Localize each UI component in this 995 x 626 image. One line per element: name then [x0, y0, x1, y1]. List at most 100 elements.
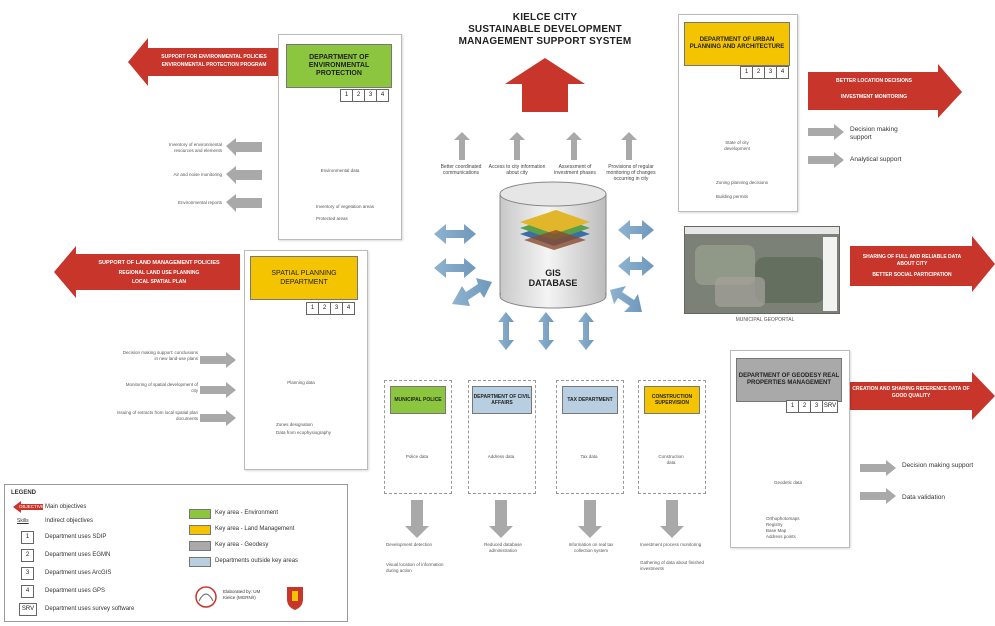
legend-badge-2: 2	[21, 549, 34, 562]
legend-objective-arrow-icon	[13, 501, 43, 513]
spatial-objective-1: SUPPORT OF LAND MANAGEMENT POLICIES	[98, 260, 220, 266]
env-db-label: Environmental data	[320, 168, 360, 173]
geodesy-item-3: Base Map	[766, 528, 787, 533]
legend-objective-tag: OBJECTIVE	[19, 504, 45, 509]
legend-item-1: Main objectives	[45, 504, 87, 510]
spatial-db-label: Planning data	[287, 380, 315, 385]
top-caption-4: Provisions of regular monitoring of chan…	[606, 164, 656, 182]
legend-item-3: Department uses SDIP	[45, 534, 107, 540]
title-line-2: SUSTAINABLE DEVELOPMENT	[468, 24, 622, 35]
legend-badge-1: 1	[21, 531, 34, 544]
urban-sdip-badge: 1	[740, 66, 753, 79]
spatial-output-2: Monitoring of spatial development of cit…	[125, 382, 198, 393]
legend-key-2: Key area - Land Management	[215, 526, 295, 532]
env-output-1: Inventory of environmental resources and…	[168, 142, 222, 153]
env-gps-badge: 4	[376, 89, 389, 102]
gis-label-line-2: DATABASE	[528, 278, 578, 288]
legend-badge-4: 4	[21, 585, 34, 598]
title-line-1: KIELCE CITY	[512, 12, 578, 23]
diagram-title: KIELCE CITY SUSTAINABLE DEVELOPMENT MANA…	[440, 12, 650, 48]
police-output-1: Development detection	[386, 542, 433, 547]
legend-item-7: Department uses survey software	[45, 606, 135, 612]
spatial-output-1: Decision making support: conclusions in …	[122, 350, 198, 361]
geodesy-item-4: Address points	[766, 534, 796, 539]
gis-database-cylinder	[499, 181, 607, 309]
env-objective-2: ENVIRONMENTAL PROTECTION PROGRAM	[161, 62, 267, 68]
geodesy-survey-badge: SRV	[822, 400, 838, 413]
legend-item-4: Department uses EGMN	[45, 552, 111, 558]
env-dept-header: DEPARTMENT OF ENVIRONMENTAL PROTECTION	[286, 44, 392, 88]
urban-objective-1: BETTER LOCATION DECISIONS	[835, 78, 913, 84]
spatial-objective-3: LOCAL SPATIAL PLAN	[131, 279, 187, 285]
top-caption-1: Better coordinated communications	[440, 164, 482, 176]
env-output-2: Air and noise monitoring	[173, 172, 222, 177]
spatial-dept-header: SPATIAL PLANNING DEPARTMENT	[250, 256, 358, 300]
city-coat-of-arms-icon	[287, 587, 303, 610]
legend-box: LEGEND OBJECTIVE Skills 1 2 3 4 SRV Main…	[4, 484, 348, 622]
geodesy-item-2: Registry	[766, 522, 783, 527]
legend-badge-3: 3	[21, 567, 34, 580]
geodesy-db-label: Geodetic data	[773, 480, 803, 485]
top-caption-3: Assessment of investment phases	[554, 164, 596, 176]
urban-output-2: Analytical support	[850, 156, 902, 163]
env-item-1: Inventory of vegetation areas	[316, 204, 375, 209]
urban-item-2: Building permits	[716, 194, 749, 199]
construction-dept-header: CONSTRUCTION SUPERVISION	[644, 386, 700, 414]
legend-badge-survey: SRV	[19, 603, 37, 616]
geodesy-objective-arrow	[848, 372, 995, 420]
urban-objective-2: INVESTMENT MONITORING	[840, 94, 908, 100]
police-output-2: Visual location of information during ac…	[386, 562, 444, 573]
geoportal-toolbar	[685, 227, 839, 234]
legend-key-3: Key area - Geodesy	[215, 542, 269, 548]
legend-item-5: Department uses ArcGIS	[45, 570, 112, 576]
geodesy-objective-1: CREATION AND SHARING REFERENCE DATA OF G…	[852, 386, 970, 399]
geodesy-item-1: Orthophotomaps	[766, 516, 800, 521]
top-caption-2: Access to city information about city	[488, 164, 546, 176]
geoportal-caption: MUNICIPAL GEOPORTAL	[735, 317, 795, 323]
geoportal-objective-2: BETTER SOCIAL PARTICIPATION	[872, 272, 952, 278]
legend-swatch-geodesy	[189, 541, 211, 551]
civil-dept-header: DEPARTMENT OF CIVIL AFFAIRS	[472, 386, 532, 414]
title-line-3: MANAGEMENT SUPPORT SYSTEM	[458, 36, 632, 47]
legend-key-4: Departments outside key areas	[215, 558, 299, 564]
urban-gps-badge: 4	[776, 66, 789, 79]
geodesy-dept-header: DEPARTMENT OF GEODESY REAL PROPERTIES MA…	[736, 358, 842, 402]
police-db-label: Police data	[405, 454, 429, 459]
env-item-2: Protected areas	[316, 216, 348, 221]
legend-footer: Elaborated by: UM Kielce (MGRN/I)	[223, 589, 261, 600]
urban-objective-arrow	[808, 64, 962, 118]
urban-item-1: Zoning planning decisions	[716, 180, 769, 185]
construction-output-2: Gathering of data about finished investm…	[640, 560, 705, 571]
gis-label-line-1: GIS	[545, 268, 561, 278]
university-logo-icon	[195, 586, 217, 608]
civil-db-label: Address data	[487, 454, 515, 459]
spatial-gps-badge: 4	[342, 302, 355, 315]
gis-label: GIS DATABASE	[520, 268, 586, 288]
env-objective-arrow	[128, 38, 278, 86]
spatial-item-1: Zones designation	[276, 422, 313, 427]
geoportal-objective-1: SHARING OF FULL AND RELIABLE DATA ABOUT …	[862, 254, 962, 267]
env-objective-1: SUPPORT FOR ENVIRONMENTAL POLICIES	[161, 54, 267, 60]
legend-swatch-land	[189, 525, 211, 535]
spatial-objective-2: REGIONAL LAND USE PLANNING	[118, 270, 200, 276]
geoportal-side-panel	[823, 237, 837, 311]
legend-item-2: Indirect objectives	[45, 518, 94, 524]
legend-key-1: Key area - Environment	[215, 510, 279, 516]
legend-title: LEGEND	[11, 490, 37, 496]
construction-db-label: Construction data	[658, 454, 684, 465]
tax-db-label: Tax data	[580, 454, 598, 459]
legend-indirect-tag: Skills	[17, 518, 29, 524]
police-dept-header: MUNICIPAL POLICE	[390, 386, 446, 414]
civil-output-1: Reduced database administration	[484, 542, 522, 553]
geodesy-output-1: Decision making support	[902, 462, 974, 469]
tax-output-1: Information on real tax collection syste…	[568, 542, 614, 553]
spatial-item-2: Data from ecophysiography	[276, 430, 332, 435]
spatial-output-3: Issuing of extracts from local spatial p…	[116, 410, 198, 421]
legend-swatch-outside	[189, 557, 211, 567]
spatial-egmn-badge: 2	[318, 302, 331, 315]
env-output-3: Environmental reports	[177, 200, 222, 205]
urban-output-1: Decision making support	[850, 126, 898, 141]
tax-dept-header: TAX DEPARTMENT	[562, 386, 618, 414]
legend-swatch-environment	[189, 509, 211, 519]
construction-output-1: Investment process monitoring	[640, 542, 702, 547]
